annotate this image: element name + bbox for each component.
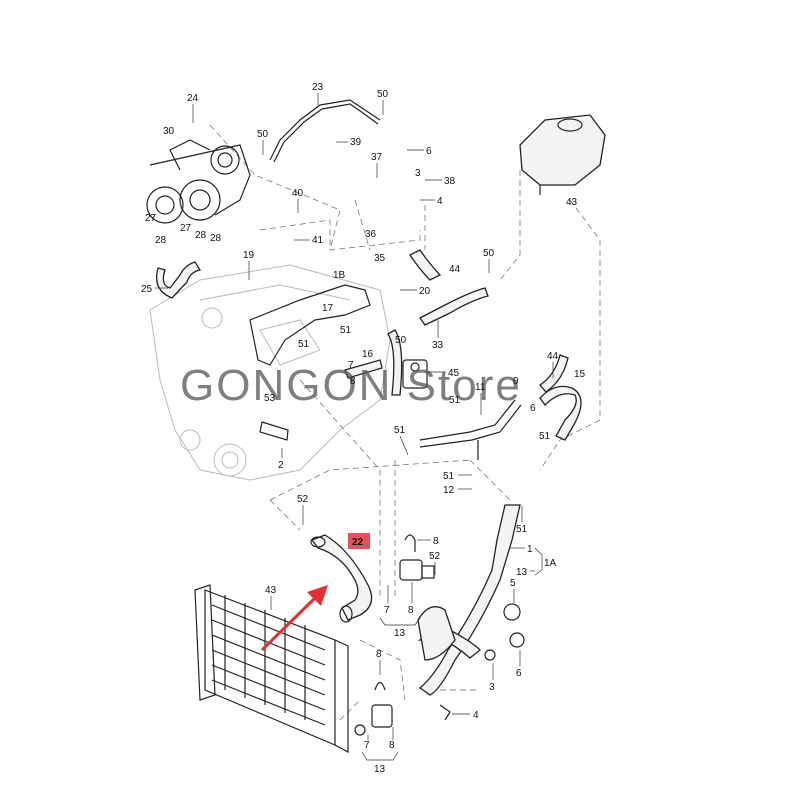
watermark-text: GONGON Store (180, 361, 522, 410)
label-24: 24 (187, 93, 199, 104)
label-39: 39 (350, 137, 362, 148)
label-45: 45 (448, 368, 460, 379)
red-arrow (260, 585, 328, 652)
label-19: 19 (243, 250, 255, 261)
label-51-d: 51 (394, 425, 406, 436)
label-8-top: 8 (350, 376, 356, 387)
label-20: 20 (419, 286, 431, 297)
label-33: 33 (432, 340, 444, 351)
coolant-pipe-9 (419, 399, 522, 460)
label-22: 22 (352, 537, 364, 548)
fittings (354, 534, 525, 736)
label-50-right: 50 (483, 248, 495, 259)
hose-22 (310, 534, 373, 623)
thermostat-housing (249, 284, 428, 441)
label-8-low: 8 (376, 649, 382, 660)
label-51-b: 51 (298, 339, 310, 350)
label-27: 27 (145, 213, 157, 224)
label-51-c: 51 (449, 395, 461, 406)
label-8-mid2: 8 (408, 605, 414, 616)
label-3-low: 3 (489, 682, 495, 693)
label-13-bottom: 13 (374, 764, 386, 775)
label-43-tank: 43 (566, 197, 578, 208)
label-30: 30 (163, 126, 175, 137)
label-50-top: 50 (377, 89, 389, 100)
label-44-top: 44 (449, 264, 461, 275)
label-41: 41 (312, 235, 324, 246)
label-28-b: 28 (195, 230, 207, 241)
label-25: 25 (141, 284, 153, 295)
label-2: 2 (278, 460, 284, 471)
label-51-a: 51 (340, 325, 352, 336)
label-17: 17 (322, 303, 334, 314)
label-38: 38 (444, 176, 456, 187)
label-52-right: 52 (429, 551, 441, 562)
label-13-right: 13 (516, 567, 528, 578)
label-8-bottom: 8 (389, 740, 395, 751)
label-1a: 1A (544, 558, 557, 569)
label-12: 12 (443, 485, 455, 496)
turbocharger (146, 139, 251, 224)
label-6-low: 6 (516, 668, 522, 679)
label-8-mid: 8 (433, 536, 439, 547)
assembly-dashed-lines (209, 124, 601, 721)
label-9: 9 (513, 376, 519, 387)
label-28-c: 28 (210, 233, 222, 244)
label-27b: 27 (180, 223, 192, 234)
label-36: 36 (365, 229, 377, 240)
label-50-b: 50 (395, 335, 407, 346)
upper-hoses (155, 249, 582, 441)
hose-1 (417, 504, 521, 696)
label-37: 37 (371, 152, 383, 163)
label-6: 6 (426, 146, 432, 157)
label-40: 40 (292, 188, 304, 199)
label-43-radiator: 43 (265, 585, 277, 596)
label-1b: 1B (333, 270, 346, 281)
label-6-b: 6 (530, 403, 536, 414)
label-7-top: 7 (348, 360, 354, 371)
expansion-tank (519, 114, 606, 195)
label-52-left: 52 (297, 494, 309, 505)
label-4-low: 4 (473, 710, 479, 721)
label-3-top: 3 (415, 168, 421, 179)
label-7-low: 7 (364, 740, 370, 751)
label-1: 1 (527, 544, 533, 555)
label-28-a: 28 (155, 235, 167, 246)
label-5: 5 (510, 578, 516, 589)
label-51-e: 51 (539, 431, 551, 442)
part-labels: 24 30 23 50 50 39 6 37 3 38 40 4 27 27 2… (141, 82, 586, 775)
label-7-mid: 7 (384, 605, 390, 616)
label-23: 23 (312, 82, 324, 93)
label-16: 16 (362, 349, 374, 360)
label-44-right: 44 (547, 351, 559, 362)
label-11: 11 (475, 382, 486, 393)
label-4-top: 4 (437, 196, 443, 207)
engine-block (149, 264, 391, 481)
label-51-g: 51 (516, 524, 528, 535)
radiator (194, 584, 349, 754)
label-35: 35 (374, 253, 386, 264)
label-50-left: 50 (257, 129, 269, 140)
label-53: 53 (264, 393, 276, 404)
highlight-label-22: 22 (348, 533, 370, 549)
label-13-mid: 13 (394, 628, 406, 639)
label-15: 15 (574, 369, 586, 380)
coolant-pipe-23 (269, 99, 381, 163)
label-51-f: 51 (443, 471, 455, 482)
